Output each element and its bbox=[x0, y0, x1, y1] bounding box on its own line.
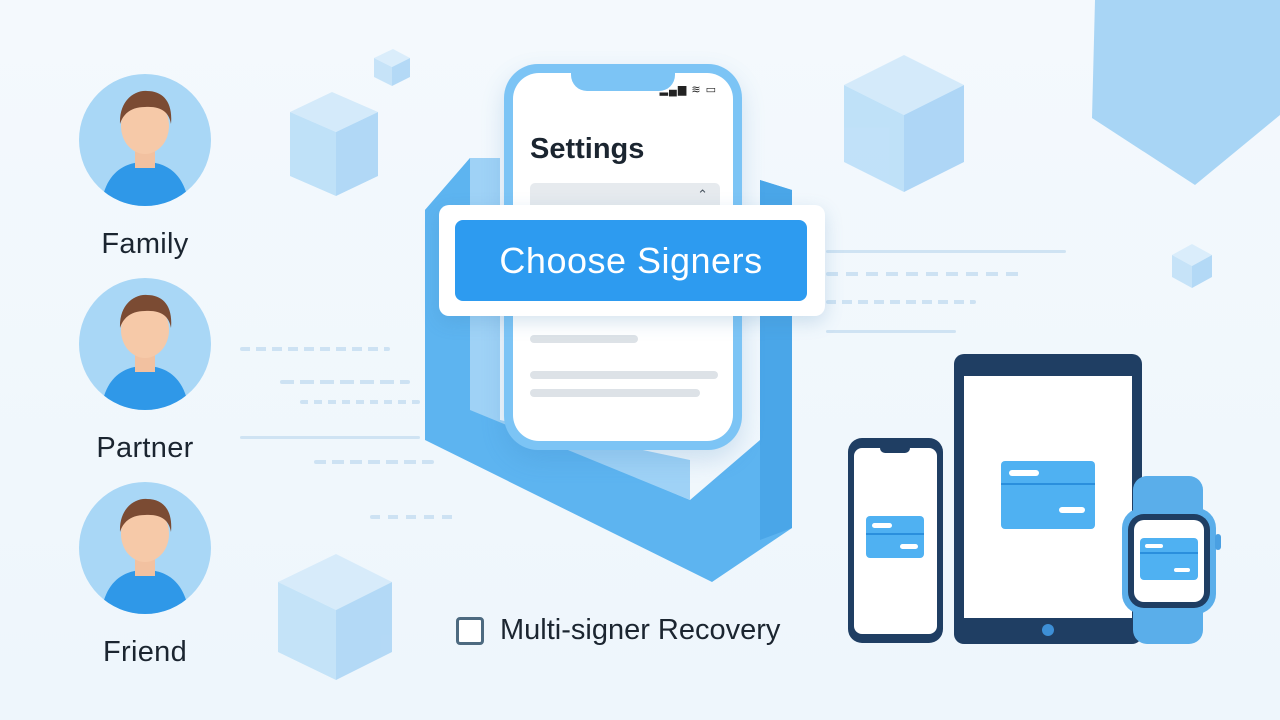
motion-line bbox=[240, 436, 420, 439]
cube-icon bbox=[1172, 244, 1212, 288]
person-avatar-icon bbox=[79, 278, 211, 410]
person-label: Family bbox=[101, 228, 189, 260]
multi-signer-recovery-option[interactable]: Multi-signer Recovery bbox=[456, 614, 780, 647]
phone-notch bbox=[571, 73, 675, 91]
person-partner[interactable]: Partner bbox=[60, 278, 230, 465]
watch-device bbox=[1122, 508, 1221, 614]
device-screen bbox=[854, 448, 937, 634]
person-friend[interactable]: Friend bbox=[60, 482, 230, 669]
placeholder-line bbox=[530, 389, 700, 397]
cube-icon bbox=[844, 55, 964, 192]
motion-line bbox=[826, 300, 976, 304]
checkbox-icon[interactable] bbox=[456, 616, 484, 645]
motion-line bbox=[280, 380, 410, 384]
device-screen bbox=[1134, 520, 1204, 602]
phone-device-small bbox=[848, 438, 943, 643]
cube-icon bbox=[374, 49, 410, 86]
home-button bbox=[1042, 624, 1054, 636]
motion-line bbox=[314, 460, 434, 464]
person-avatar-icon bbox=[79, 482, 211, 614]
card-icon bbox=[866, 516, 924, 558]
checkbox-label: Multi-signer Recovery bbox=[500, 614, 781, 646]
person-label: Partner bbox=[96, 432, 194, 464]
person-family[interactable]: Family bbox=[60, 74, 230, 261]
motion-line bbox=[826, 330, 956, 333]
chevron-up-icon: ⌃ bbox=[697, 187, 708, 202]
motion-line bbox=[240, 347, 390, 351]
card-icon bbox=[1140, 538, 1198, 580]
tablet-device bbox=[954, 354, 1142, 644]
choose-signers-button[interactable]: Choose Signers bbox=[455, 220, 807, 301]
motion-line bbox=[826, 272, 1026, 276]
status-bar-icons: ▂▄▆ ≋ ▭ bbox=[659, 84, 717, 96]
device-screen bbox=[964, 376, 1132, 618]
person-avatar-icon bbox=[79, 74, 211, 206]
card-icon bbox=[1001, 461, 1095, 529]
person-label: Friend bbox=[103, 636, 187, 668]
settings-title: Settings bbox=[530, 133, 645, 165]
motion-line bbox=[826, 250, 1066, 253]
placeholder-line bbox=[530, 371, 718, 379]
watch-crown bbox=[1215, 534, 1221, 550]
choose-signers-card: Choose Signers bbox=[439, 205, 825, 316]
hexagon-shape bbox=[1092, 0, 1280, 185]
cube-icon bbox=[278, 554, 392, 680]
motion-line bbox=[370, 515, 460, 519]
placeholder-line bbox=[530, 335, 638, 343]
motion-line bbox=[300, 400, 420, 404]
cube-icon bbox=[290, 92, 378, 196]
